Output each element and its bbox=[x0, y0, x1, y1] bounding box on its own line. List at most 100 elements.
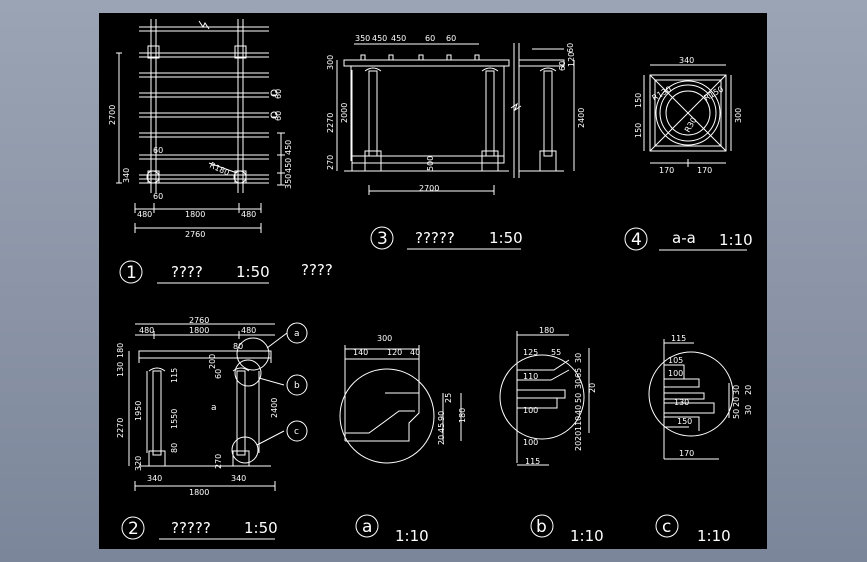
v3-dim-t3: 450 bbox=[391, 34, 406, 43]
db-dim-top: 180 bbox=[539, 326, 554, 335]
v3-dim-t4: 60 bbox=[425, 34, 435, 43]
v2-dim-h8: 270 bbox=[214, 454, 223, 469]
v1-dim-s4: 60 bbox=[153, 192, 163, 201]
dc-dim-r4: 50 bbox=[732, 409, 741, 419]
dc-dim-r3: 20 bbox=[744, 385, 753, 395]
v4-scale: 1:10 bbox=[719, 231, 753, 249]
v3-dim-s1: 60 bbox=[566, 43, 575, 53]
v2-dim-d1: 480 bbox=[139, 326, 154, 335]
db-dim-r8: 20 bbox=[588, 383, 597, 393]
db-dim-r1: 30 bbox=[574, 353, 583, 363]
v1-note: ???? bbox=[301, 261, 333, 279]
v2-dim-h6: 320 bbox=[134, 456, 143, 471]
da-scale: 1:10 bbox=[395, 527, 429, 545]
v2-callout-c-circle bbox=[286, 420, 308, 442]
v2-dim-d2: 1800 bbox=[189, 326, 209, 335]
db-dim-bottom: 115 bbox=[525, 457, 540, 466]
v2-callout-b-circle bbox=[286, 374, 308, 396]
view-1-plan: 2700 480 1800 480 2760 450 450 350 340 R… bbox=[108, 19, 333, 284]
v1-number: 1 bbox=[126, 263, 137, 283]
db-dim-r7: 20 bbox=[574, 431, 583, 441]
v2-dim-d3: 480 bbox=[241, 326, 256, 335]
v1-dim-r1: 450 bbox=[284, 140, 293, 155]
dc-scale: 1:10 bbox=[697, 527, 731, 545]
v3-scale: 1:50 bbox=[489, 229, 523, 247]
db-scale: 1:10 bbox=[570, 527, 604, 545]
v3-title: ????? bbox=[415, 229, 455, 247]
dc-dim-top: 115 bbox=[671, 334, 686, 343]
v2-dim-total: 2760 bbox=[189, 316, 209, 325]
v2-dim-h11: 115 bbox=[170, 368, 179, 383]
v2-dim-h10: 80 bbox=[233, 342, 243, 351]
db-dim-l1: 110 bbox=[523, 372, 538, 381]
v4-dim-bottom1: 170 bbox=[659, 166, 674, 175]
v2-callout-a: a bbox=[294, 329, 300, 339]
view-3-elevation: 350 450 450 60 60 2270 2000 300 270 2400… bbox=[326, 34, 586, 250]
db-dim-t1: 125 bbox=[523, 348, 538, 357]
v2-dim-b3: 340 bbox=[231, 474, 246, 483]
v2-dim-b2: 1800 bbox=[189, 488, 209, 497]
dc-dim-t2: 100 bbox=[668, 369, 683, 378]
v3-dim-t2: 450 bbox=[372, 34, 387, 43]
db-label-circle bbox=[530, 514, 554, 538]
da-label-circle bbox=[355, 514, 379, 538]
view-4-section-aa: 340 150 150 300 170 170 R130 R150 R30 4 … bbox=[624, 56, 753, 251]
detail-c: 115 105 100 130 150 170 30 20 20 50 30 c… bbox=[648, 334, 753, 545]
v3-number-circle bbox=[370, 226, 394, 250]
v4-dim-left1: 150 bbox=[634, 93, 643, 108]
v2-callout-c: c bbox=[294, 427, 299, 437]
v3-dim-bottom: 2700 bbox=[419, 184, 439, 193]
detail-a: 300 140 120 40 25 90 45 20 180 a 1:10 bbox=[339, 334, 467, 545]
v4-number: 4 bbox=[631, 230, 642, 250]
dc-dim-t4: 150 bbox=[677, 417, 692, 426]
view-2-side-elevation: a b c a 2760 480 1800 480 180 130 1950 1… bbox=[116, 316, 308, 540]
da-dim-r5: 180 bbox=[458, 408, 467, 423]
v1-title: ???? bbox=[171, 263, 203, 281]
v3-dim-s3: 120 bbox=[567, 52, 576, 67]
v4-dim-bottom2: 170 bbox=[697, 166, 712, 175]
v3-dim-h4: 270 bbox=[326, 155, 335, 170]
da-dim-t1: 140 bbox=[353, 348, 368, 357]
v2-dim-h3: 1950 bbox=[134, 401, 143, 421]
dc-dim-r1: 30 bbox=[732, 385, 741, 395]
v2-number-circle bbox=[121, 516, 145, 540]
v4-dim-right: 300 bbox=[734, 108, 743, 123]
da-dim-t2: 120 bbox=[387, 348, 402, 357]
v1-number-circle bbox=[119, 260, 143, 284]
dc-dim-r2: 20 bbox=[732, 397, 741, 407]
db-dim-l2: 100 bbox=[523, 406, 538, 415]
da-dim-top: 300 bbox=[377, 334, 392, 343]
db-dim-t2: 55 bbox=[551, 348, 561, 357]
v1-dim-s2: 60 bbox=[274, 111, 283, 121]
dc-label: c bbox=[662, 517, 671, 537]
v2-dim-h2: 130 bbox=[116, 362, 125, 377]
db-dim-r5: 40 bbox=[574, 405, 583, 415]
db-dim-r4: 50 bbox=[574, 393, 583, 403]
db-dim-r9: 20 bbox=[574, 441, 583, 451]
v4-number-circle bbox=[624, 227, 648, 251]
v1-dim-r4: 340 bbox=[122, 168, 131, 183]
da-dim-r4: 20 bbox=[437, 435, 446, 445]
v3-dim-h3: 300 bbox=[326, 55, 335, 70]
v3-dim-h5: 2400 bbox=[577, 108, 586, 128]
db-dim-l3: 100 bbox=[523, 438, 538, 447]
v2-number: 2 bbox=[128, 519, 139, 539]
db-dim-r2: 65 bbox=[574, 368, 583, 378]
v1-dim-r3: 350 bbox=[284, 174, 293, 189]
detail-b: 180 125 55 110 100 100 115 30 65 30 50 4… bbox=[499, 326, 604, 545]
v3-dim-h1: 2270 bbox=[326, 113, 335, 133]
v2-dim-h4: 1550 bbox=[170, 409, 179, 429]
v3-number: 3 bbox=[377, 229, 388, 249]
v1-dim-total: 2760 bbox=[185, 230, 205, 239]
v3-dim-t1: 350 bbox=[355, 34, 370, 43]
v3-dim-h2: 2000 bbox=[340, 103, 349, 123]
dc-dim-t3: 130 bbox=[674, 398, 689, 407]
v1-dim-1800: 1800 bbox=[185, 210, 205, 219]
da-label: a bbox=[362, 517, 372, 537]
dc-label-circle bbox=[655, 514, 679, 538]
v1-dim-r2: 450 bbox=[284, 158, 293, 173]
v4-dim-top: 340 bbox=[679, 56, 694, 65]
v4-radius-3: R30 bbox=[683, 116, 699, 134]
v2-dim-h13: 60 bbox=[214, 369, 223, 379]
v2-dim-h9: 200 bbox=[208, 354, 217, 369]
